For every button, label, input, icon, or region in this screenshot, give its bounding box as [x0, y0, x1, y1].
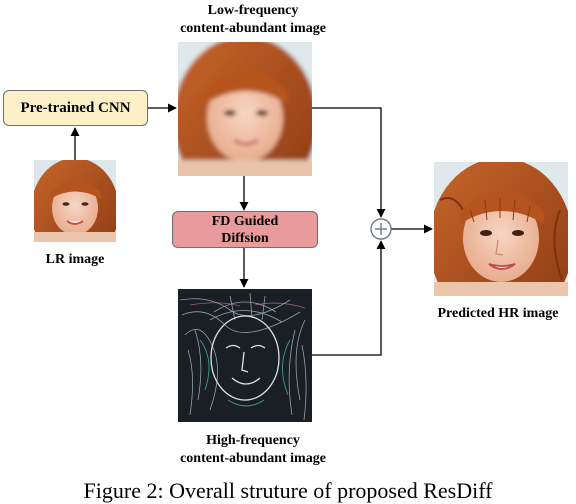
fd-guided-diffusion-box: FD Guided Diffsion — [172, 211, 318, 248]
low-frequency-label-line1: Low-frequency — [207, 3, 299, 18]
lr-image-label: LR image — [45, 252, 105, 267]
high-frequency-image — [178, 289, 312, 422]
fd-guided-label-line2: Diffsion — [221, 230, 269, 246]
high-frequency-label: High-frequency content-abundant image — [148, 432, 358, 468]
plus-icon — [370, 218, 392, 240]
predicted-hr-image — [434, 162, 568, 296]
pretrained-cnn-label: Pre-trained CNN — [20, 99, 131, 116]
arrow-low-to-plus — [312, 107, 386, 218]
low-frequency-label-line2: content-abundant image — [180, 21, 326, 36]
high-frequency-label-line1: High-frequency — [206, 433, 300, 448]
low-frequency-image — [178, 42, 312, 176]
high-frequency-label-line2: content-abundant image — [180, 451, 326, 466]
fd-guided-label-line1: FD Guided — [211, 213, 279, 229]
predicted-hr-label: Predicted HR image — [437, 306, 559, 321]
lr-image — [34, 160, 116, 242]
low-frequency-label: Low-frequency content-abundant image — [148, 2, 358, 38]
figure-caption: Figure 2: Overall struture of proposed R… — [83, 478, 493, 503]
arrow-high-to-plus — [312, 240, 386, 356]
pretrained-cnn-box: Pre-trained CNN — [3, 90, 148, 126]
